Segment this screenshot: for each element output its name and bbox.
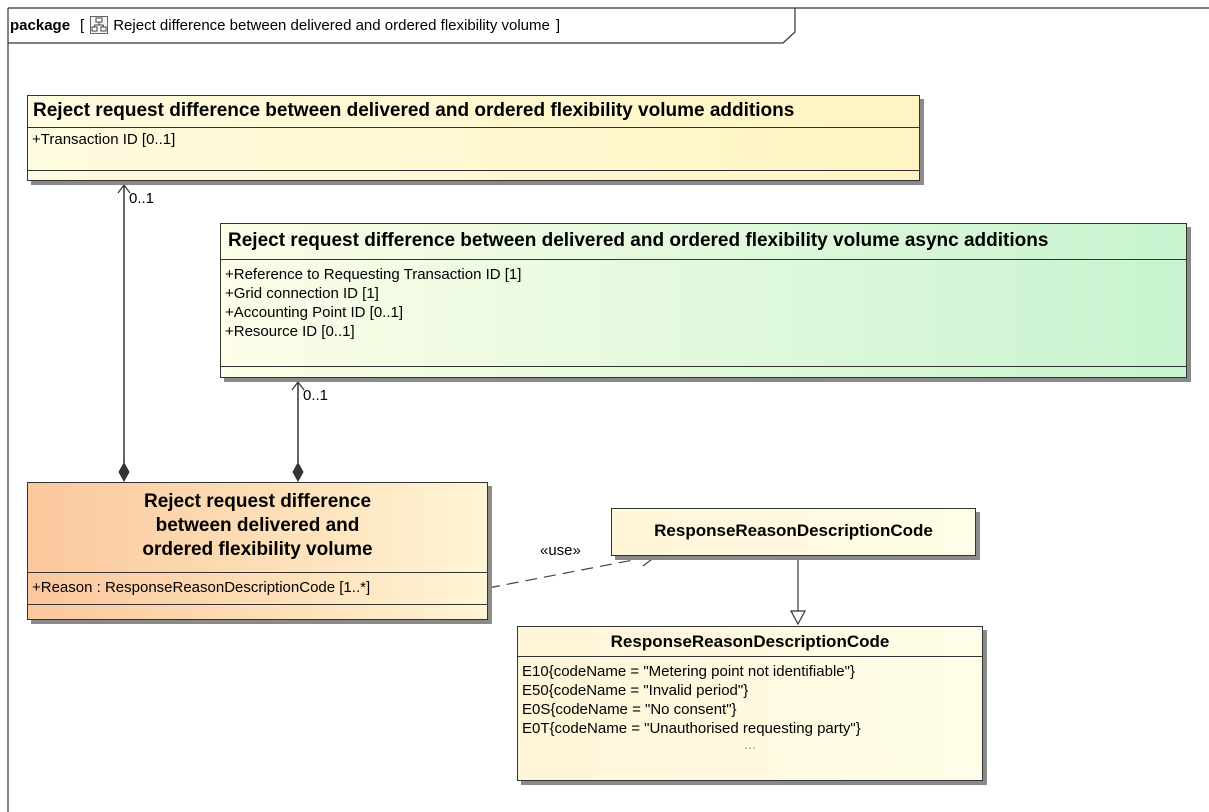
- class-name-line: between delivered and: [155, 515, 360, 536]
- class-name-line: Reject request difference: [143, 491, 372, 512]
- enum-literal: E0T{codeName = "Unauthorised requesting …: [522, 720, 861, 737]
- class-async-additions-name: Reject request difference between delive…: [221, 224, 1186, 260]
- attribute: +Reason : ResponseReasonDescriptionCode …: [32, 579, 371, 596]
- composition-async: [291, 381, 305, 483]
- enum-ellipsis: ...: [743, 736, 757, 753]
- multiplicity-async: 0..1: [303, 387, 329, 404]
- package-keyword: package: [10, 16, 71, 34]
- enum-literals: E10{codeName = "Metering point not ident…: [518, 657, 982, 754]
- class-additions-name: Reject request difference between delive…: [28, 96, 919, 128]
- enum-literal: E50{codeName = "Invalid period"}: [522, 682, 749, 699]
- class-response-reason-ref[interactable]: ResponseReasonDescriptionCode: [611, 508, 976, 556]
- package-header: package [ Reject difference between deli…: [10, 14, 560, 36]
- use-stereotype-label: «use»: [540, 542, 581, 559]
- enum-literal: E0S{codeName = "No consent"}: [522, 701, 737, 718]
- attribute: +Resource ID [0..1]: [225, 323, 355, 340]
- class-name-line: ordered flexibility volume: [142, 539, 373, 560]
- multiplicity-additions: 0..1: [129, 190, 155, 207]
- enum-response-reason[interactable]: ResponseReasonDescriptionCode E10{codeNa…: [517, 626, 983, 781]
- package-bracket-open: [: [80, 16, 85, 34]
- class-response-reason-ref-name: ResponseReasonDescriptionCode: [654, 521, 933, 540]
- package-title: Reject difference between delivered and …: [113, 16, 550, 34]
- composition-additions: [117, 184, 131, 483]
- class-diagram-icon: [90, 16, 109, 34]
- class-reject-request-attributes: +Reason : ResponseReasonDescriptionCode …: [28, 573, 487, 605]
- enum-literal: E10{codeName = "Metering point not ident…: [522, 663, 855, 680]
- class-async-additions-attributes: +Reference to Requesting Transaction ID …: [221, 260, 1186, 367]
- attribute: +Reference to Requesting Transaction ID …: [225, 266, 522, 283]
- attribute: +Accounting Point ID [0..1]: [225, 304, 404, 321]
- generalization: [789, 556, 807, 626]
- class-additions-attributes: +Transaction ID [0..1]: [28, 128, 919, 171]
- class-reject-request[interactable]: Reject request difference between delive…: [27, 482, 488, 620]
- enum-response-reason-name: ResponseReasonDescriptionCode: [518, 627, 982, 657]
- class-additions[interactable]: Reject request difference between delive…: [27, 95, 920, 181]
- attribute: +Grid connection ID [1]: [225, 285, 379, 302]
- attribute: +Transaction ID [0..1]: [32, 131, 176, 148]
- package-bracket-close: ]: [555, 16, 561, 34]
- class-reject-request-name: Reject request difference between delive…: [28, 483, 487, 573]
- class-async-additions[interactable]: Reject request difference between delive…: [220, 223, 1187, 378]
